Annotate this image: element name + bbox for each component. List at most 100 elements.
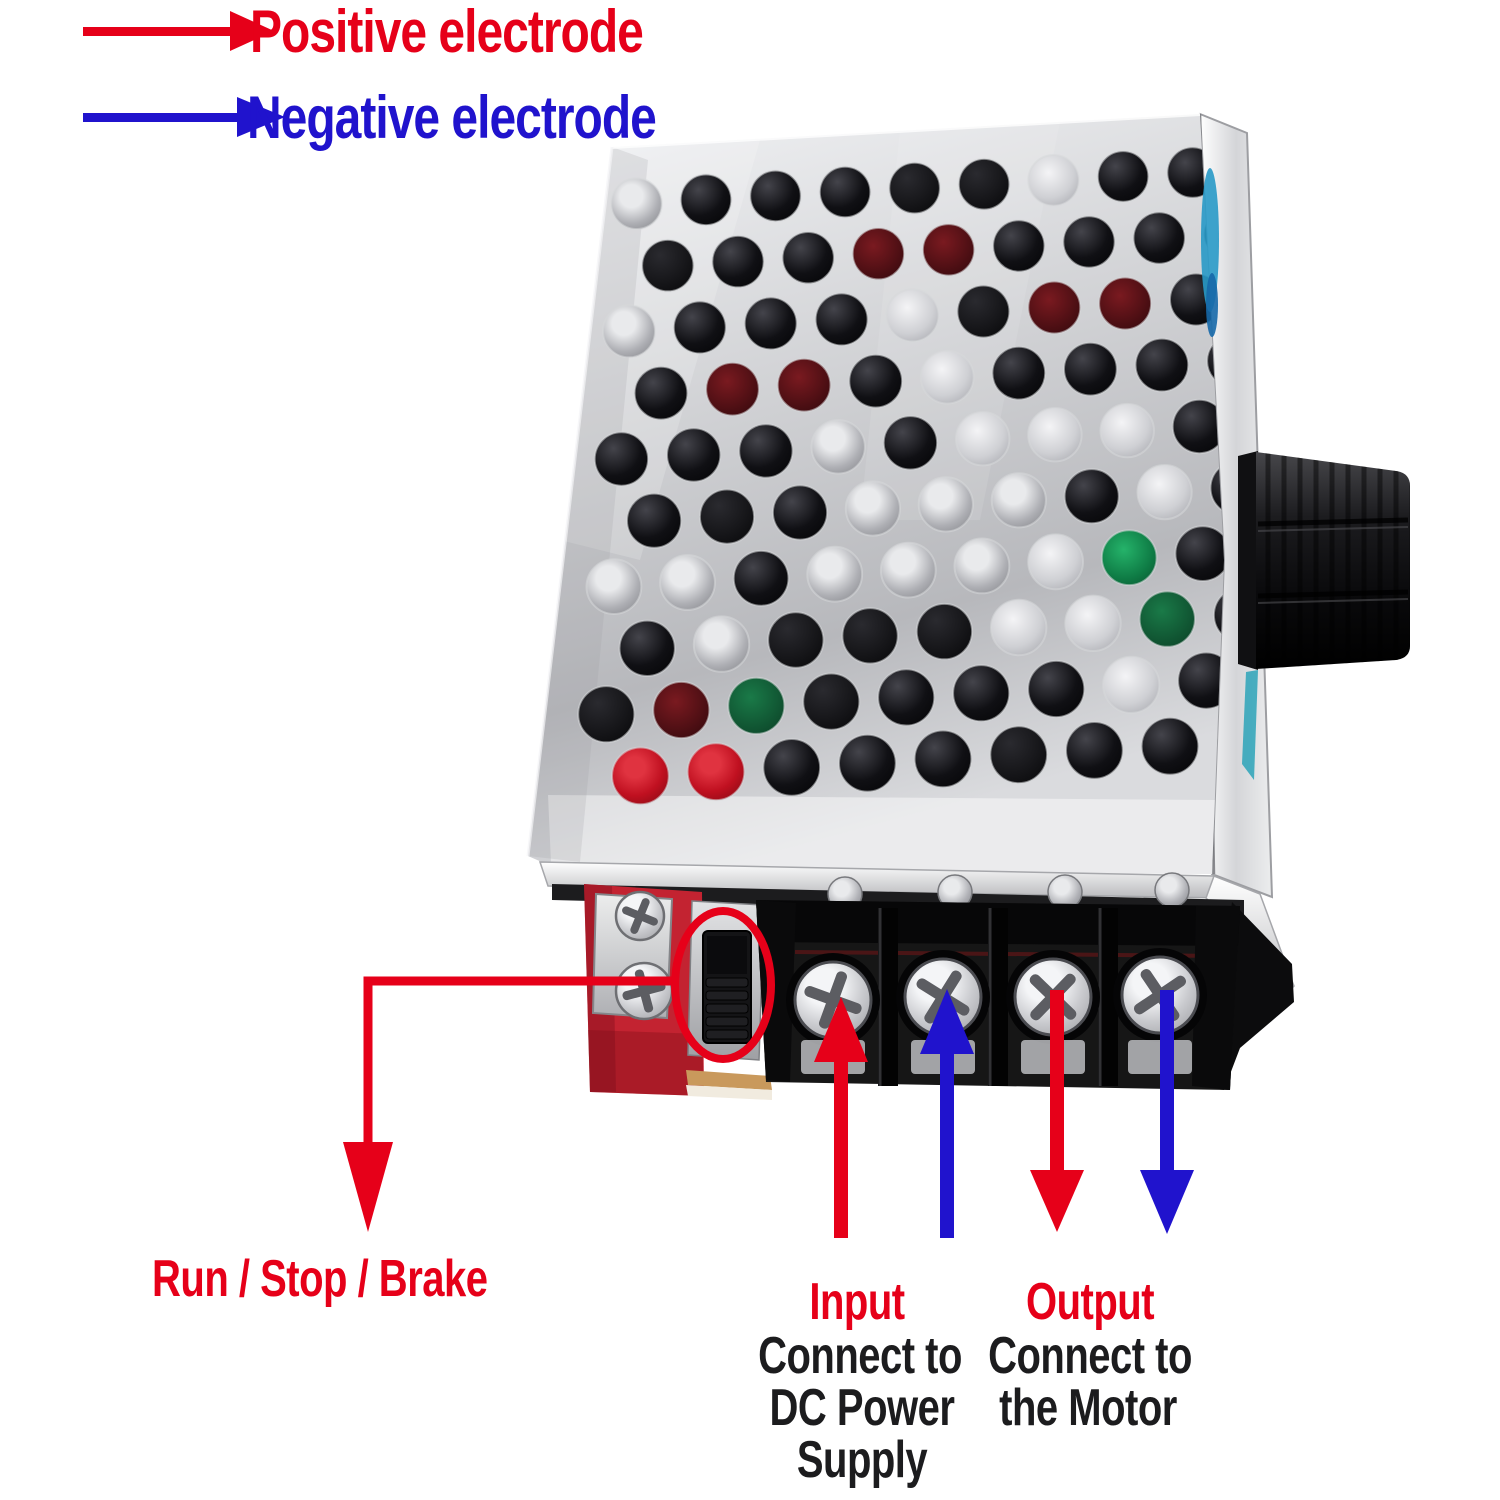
- vent-hole: [686, 742, 746, 802]
- vent-hole: [585, 558, 643, 615]
- input-title: Input: [809, 1273, 905, 1331]
- vent-hole: [1174, 525, 1224, 582]
- vent-hole: [885, 288, 940, 343]
- switch-callout-arrowhead: [343, 1142, 393, 1232]
- input-desc-line3: Supply: [796, 1431, 928, 1489]
- vent-hole: [611, 746, 670, 806]
- vent-hole: [672, 300, 727, 355]
- vent-hole: [666, 427, 722, 483]
- legend-negative-label: Negative electrode: [247, 85, 657, 152]
- vent-hole: [1102, 655, 1161, 714]
- speed-knob: [1238, 451, 1410, 780]
- vent-hole-grid: [577, 146, 1224, 806]
- vent-hole: [641, 238, 695, 293]
- vent-hole: [749, 169, 802, 223]
- vent-hole: [738, 423, 794, 479]
- vent-hole: [1064, 594, 1122, 652]
- switch-callout-line: [363, 976, 676, 1146]
- vent-hole: [1027, 533, 1084, 591]
- input-positive-arrow: [814, 997, 868, 1238]
- negative-arrow-icon: [83, 97, 285, 137]
- vent-hole: [879, 541, 937, 599]
- output-title: Output: [1025, 1273, 1155, 1331]
- vent-hole: [1063, 468, 1120, 525]
- vent-hole: [990, 598, 1048, 657]
- vent-hole: [1065, 721, 1124, 780]
- vent-hole: [915, 602, 974, 661]
- vent-hole: [781, 231, 835, 285]
- vent-hole: [919, 349, 975, 405]
- run-stop-brake-switch: [687, 900, 765, 1061]
- vent-hole: [626, 492, 683, 549]
- vent-hole: [1099, 402, 1155, 459]
- vent-hole: [767, 611, 825, 669]
- vent-hole: [1027, 154, 1080, 207]
- vent-hole: [882, 415, 939, 471]
- vent-hole: [1096, 150, 1150, 203]
- screw-cross-slot: [804, 971, 862, 1029]
- vent-hole: [602, 304, 656, 359]
- pcb-board: [584, 884, 772, 1100]
- output-positive-arrow: [1030, 990, 1084, 1232]
- positive-arrow-icon: [83, 11, 274, 51]
- vent-hole: [743, 296, 798, 351]
- vent-hole: [851, 227, 906, 281]
- vent-hole: [618, 619, 676, 677]
- vent-hole: [659, 554, 716, 611]
- vent-hole: [1027, 659, 1086, 719]
- vent-hole: [991, 345, 1047, 401]
- vent-hole: [727, 676, 786, 735]
- vent-hole: [1134, 337, 1190, 393]
- vent-hole: [771, 484, 829, 541]
- vent-hole: [692, 615, 751, 673]
- vent-hole: [921, 223, 976, 277]
- vent-hole: [1140, 716, 1200, 776]
- vent-hole: [1209, 459, 1224, 517]
- vent-hole: [1132, 211, 1186, 265]
- vent-hole: [838, 733, 897, 793]
- vent-hole: [888, 161, 941, 215]
- vent-hole: [1100, 529, 1158, 587]
- vent-hole: [953, 537, 1011, 595]
- vent-hole: [698, 488, 756, 545]
- input-desc-line1: Connect to: [758, 1327, 962, 1385]
- vent-hole: [989, 725, 1049, 785]
- vent-hole: [1027, 280, 1082, 335]
- legend-positive-label: Positive electrode: [250, 0, 644, 66]
- pcb-gold-trace: [686, 1070, 772, 1090]
- vent-hole: [1063, 341, 1118, 397]
- vent-hole: [848, 353, 904, 409]
- vent-hole: [633, 365, 689, 421]
- vent-hole: [577, 685, 636, 744]
- vent-hole: [610, 177, 663, 230]
- vent-hole: [593, 431, 650, 487]
- vent-hole: [732, 549, 790, 607]
- vent-hole: [990, 472, 1047, 529]
- vent-hole: [810, 419, 866, 475]
- annotation-layer: [83, 11, 1194, 1238]
- vent-hole: [806, 545, 864, 603]
- vent-hole: [705, 361, 760, 417]
- vent-hole: [711, 234, 765, 289]
- vent-hole: [841, 607, 899, 665]
- vent-hole: [1138, 590, 1197, 648]
- vent-hole: [1136, 464, 1193, 521]
- vent-hole: [1212, 586, 1224, 644]
- vent-hole: [992, 219, 1046, 273]
- vent-hole: [917, 476, 974, 533]
- vent-hole: [814, 292, 869, 347]
- vent-hole: [818, 165, 872, 219]
- vent-hole: [956, 284, 1011, 339]
- screw-cross-slot: [916, 970, 970, 1024]
- run-stop-brake-label: Run / Stop / Brake: [152, 1250, 488, 1308]
- vent-hole: [1171, 398, 1224, 455]
- output-desc-line2: the Motor: [999, 1379, 1177, 1437]
- vent-hole: [776, 357, 832, 413]
- controller-device: [526, 112, 1410, 1100]
- vent-hole: [1027, 407, 1083, 463]
- output-desc-line1: Connect to: [988, 1327, 1192, 1385]
- vent-hole: [844, 480, 902, 537]
- vent-hole: [952, 664, 1011, 723]
